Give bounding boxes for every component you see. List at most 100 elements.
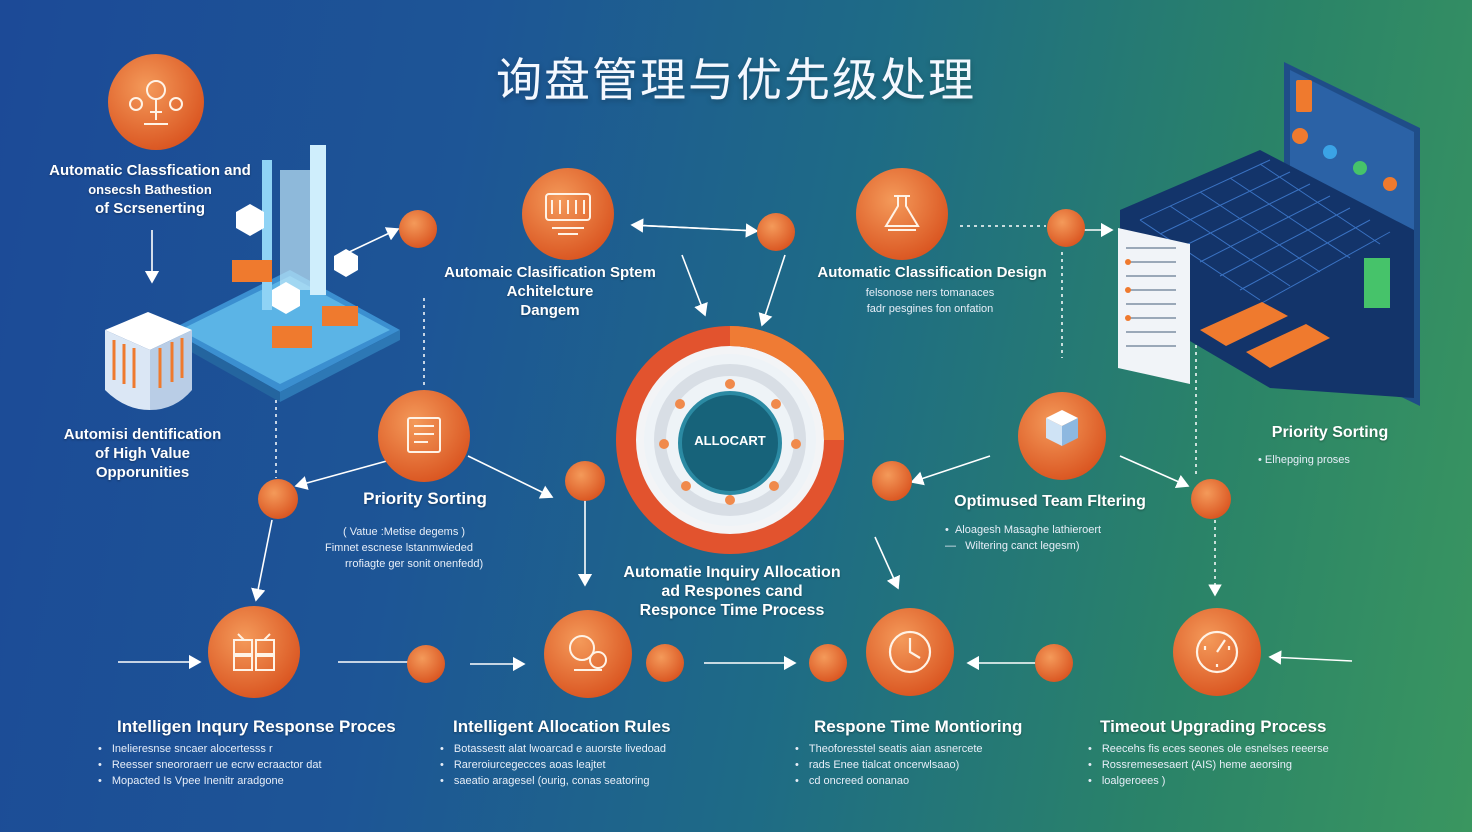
label-line: Automatic Classification Design	[817, 264, 1047, 281]
description-text: Aloagesh Masaghe lathieroert	[954, 524, 1102, 536]
bullet-item: rads Enee tialcat oncerwlsaao)	[795, 757, 1055, 773]
arrow-in-right	[1268, 650, 1353, 665]
description-text: Wiltering canct legesm)	[965, 540, 1080, 552]
bullet-item: Inelieresnse sncaer alocertesss r	[98, 741, 398, 757]
timer-icon	[1195, 630, 1239, 674]
arrow-left-down	[251, 519, 273, 602]
label-line: Priority Sorting	[363, 489, 487, 508]
bullet-item: cd oncreed oonanao	[795, 773, 1055, 789]
team-network-icon	[129, 80, 183, 125]
clock-icon	[888, 630, 932, 674]
bullet-item: Reecehs fis eces seones ole esnelses ree…	[1088, 741, 1388, 757]
label-line: Optimused Team Fltering	[954, 493, 1146, 510]
arrow-team-right	[1119, 455, 1190, 489]
label-line: ad Respones cand	[661, 583, 803, 600]
dot-node	[258, 479, 298, 519]
bullet-item: Mopacted Is Vpee Inenitr aradgone	[98, 773, 398, 789]
dot-node	[1047, 209, 1085, 247]
node-bottom-3	[866, 608, 954, 696]
arrow-ring-down	[874, 536, 900, 590]
ring-dots	[659, 379, 801, 505]
arrow-priority-right	[467, 455, 554, 499]
label-arch: Automaic Clasification Sptem Achitelctur…	[420, 263, 680, 320]
description-line: • Elhepging proses	[1258, 454, 1350, 466]
bullet-item: Botassestt alat lwoarcad e auorste lived…	[440, 741, 740, 757]
description-line: Fimnet escnese lstanmwieded	[325, 542, 473, 554]
bullet-item: saeatio aragesel (ourig, conas seatoring	[440, 773, 740, 789]
label-line: Automisi dentification	[63, 426, 222, 443]
dot-node	[1035, 644, 1073, 682]
label-line: Dangem	[520, 302, 580, 319]
label-line: Automatie Inquiry Allocation	[623, 564, 841, 581]
bullet-item: Rareroiurcegecces aoas leajtet	[440, 757, 740, 773]
label-line: Opporunities	[95, 464, 190, 481]
bullet-item: Rossremesesaert (AIS) heme aeorsing	[1088, 757, 1388, 773]
node-top-left	[108, 54, 204, 150]
dashboard-screen-illustration	[1118, 62, 1420, 406]
server-rack-icon	[545, 193, 591, 235]
label-line: Priority Sorting	[1271, 424, 1389, 441]
dot-node	[565, 461, 605, 501]
design-description: felsonose ners tomanaces fadr pesgines f…	[800, 285, 1060, 317]
label-line: onsecsh Bathestion	[88, 182, 212, 197]
node-priority-center	[378, 390, 470, 482]
label-priority-center: Priority Sorting	[340, 489, 510, 508]
node-arch	[522, 168, 614, 260]
bullet-item: loalgeroees )	[1088, 773, 1388, 789]
dot-node	[407, 645, 445, 683]
description-line: ( Vatue :Metise degems )	[343, 526, 466, 538]
dot-node	[1191, 479, 1231, 519]
bottom-heading-4: Timeout Upgrading Process	[1100, 717, 1327, 736]
description-line: — Wiltering canct legesm)	[945, 540, 1080, 552]
arrow-iso-right	[344, 227, 400, 255]
dot-node	[399, 210, 437, 248]
label-center: Automatie Inquiry Allocation ad Respones…	[600, 563, 864, 620]
arrow-team-left	[910, 455, 991, 486]
label-line: Responce Time Process	[639, 602, 825, 619]
node-bottom-4	[1173, 608, 1261, 696]
dot-node	[809, 644, 847, 682]
robot-icon	[569, 635, 607, 671]
node-bottom-1	[208, 606, 300, 698]
label-top-left: Automatic Classfication and onsecsh Bath…	[30, 161, 270, 218]
document-list-icon	[407, 417, 441, 453]
team-description: • Aloagesh Masaghe lathieroert — Wilteri…	[945, 522, 1165, 554]
isometric-platform-illustration	[105, 145, 400, 410]
bottom-bullets-4: Reecehs fis eces seones ole esnelses ree…	[1088, 741, 1388, 789]
node-design	[856, 168, 948, 260]
label-priority-right: Priority Sorting	[1250, 423, 1410, 442]
cube-icon	[1046, 410, 1078, 446]
boxes-icon	[233, 633, 275, 671]
allocation-ring	[616, 326, 844, 554]
label-left-mid: Automisi dentification of High Value Opp…	[30, 425, 255, 482]
bottom-bullets-1: Inelieresnse sncaer alocertesss r Reesse…	[98, 741, 398, 789]
bottom-heading-1: Intelligen Inqury Response Proces	[117, 717, 396, 736]
bottom-heading-3: Respone Time Montioring	[814, 717, 1023, 736]
label-line: Achitelcture	[506, 283, 594, 300]
arrow-arch-down	[681, 254, 708, 317]
bottom-heading-2: Intelligent Allocation Rules	[453, 717, 671, 736]
bottom-bullets-3: Theoforesstel seatis aian asnercete rads…	[795, 741, 1055, 789]
flask-icon	[884, 195, 920, 231]
description-line: felsonose ners tomanaces	[865, 287, 995, 299]
priority-right-description: • Elhepging proses	[1258, 452, 1418, 468]
bullet-item: Reesser sneororaerr ue ecrw ecraactor da…	[98, 757, 398, 773]
hub-label: ALLOCART	[694, 433, 766, 448]
label-design: Automatic Classification Design	[790, 263, 1074, 282]
arrow-design-down	[758, 254, 786, 327]
arrow-arch-left	[630, 218, 758, 233]
label-line: Automaic Clasification Sptem	[444, 264, 656, 281]
label-line: Automatic Classfication and	[49, 162, 251, 179]
description-line: • Aloagesh Masaghe lathieroert	[945, 524, 1102, 536]
dot-node	[757, 213, 795, 251]
label-team: Optimused Team Fltering	[950, 492, 1150, 511]
dot-node	[872, 461, 912, 501]
page-title: 询盘管理与优先级处理	[496, 53, 976, 107]
description-line: fadr pesgines fon onfation	[866, 303, 994, 315]
bottom-bullets-2: Botassestt alat lwoarcad e auorste lived…	[440, 741, 740, 789]
dot-node	[646, 644, 684, 682]
description-line: rrofiagte ger sonit onenfedd)	[345, 558, 484, 570]
description-text: Elhepging proses	[1264, 454, 1350, 466]
label-line: of Scrsenerting	[94, 200, 206, 217]
